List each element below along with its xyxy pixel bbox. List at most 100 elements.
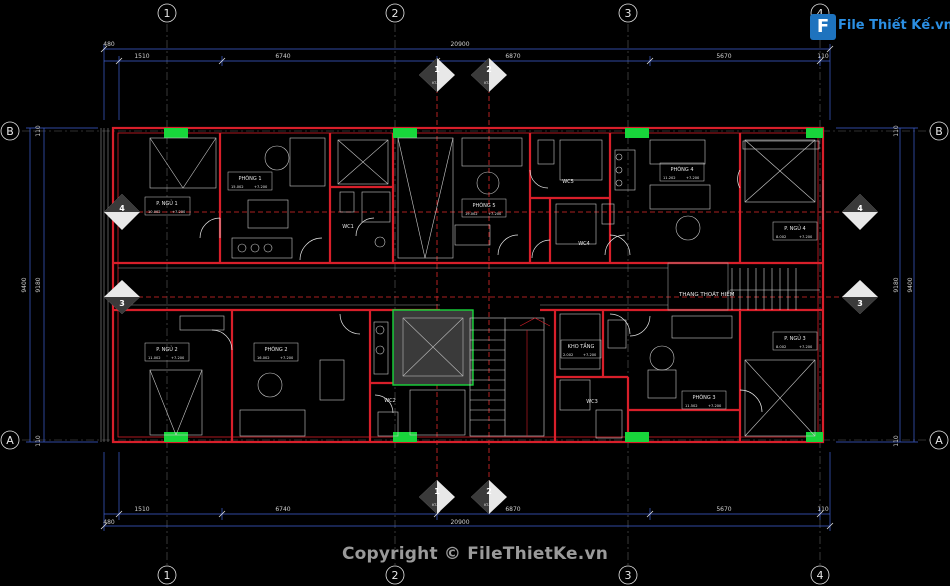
axis-2-bottom: 2 <box>392 569 399 582</box>
room-area-p-ngu-4: 8.002 <box>776 235 786 239</box>
dim-left-small-bottom: 110 <box>35 435 42 447</box>
corridor-lines <box>118 262 729 311</box>
axis-bubbles <box>0 3 949 585</box>
axis-b-left: B <box>6 125 14 138</box>
room-name-phong-3: PHÒNG 3 <box>692 394 715 401</box>
room-level-kho-tang: +7.200 <box>583 353 597 357</box>
axis-3-top: 3 <box>625 7 632 20</box>
room-area-kho-tang: 2.002 <box>563 353 573 357</box>
section-marker-1-bottom-sub: KT-17 <box>432 503 442 507</box>
emergency-stair <box>730 268 820 310</box>
dim-top-1: 480 <box>103 41 115 48</box>
room-level-phong-4: +7.200 <box>686 176 700 180</box>
copyright-watermark: Copyright © FileThietKe.vn <box>341 544 609 564</box>
section-marker-1-bottom: 1 KT-17 <box>419 480 455 514</box>
room-area-p-ngu-3: 8.002 <box>776 345 786 349</box>
room-name-phong-5: PHÒNG 5 <box>472 202 495 209</box>
section-marker-2-top: 2 KT-17 <box>471 58 507 92</box>
dimension-ticks <box>100 45 834 530</box>
dimension-lines <box>26 44 918 531</box>
room-name-kho-tang: KHO TẦNG <box>568 342 595 350</box>
label-thang-thoat-hiem: THANG THOÁT HIỂM <box>678 290 735 298</box>
logo-mark: F <box>810 14 836 40</box>
axis-4-bottom: 4 <box>817 569 824 582</box>
dim-top-6: 110 <box>817 53 829 60</box>
room-name-phong-2: PHÒNG 2 <box>264 346 287 353</box>
dim-top-3: 6740 <box>275 53 290 60</box>
axis-2-top: 2 <box>392 7 399 20</box>
dim-left-total: 9400 <box>21 277 28 292</box>
room-level-p-ngu-4: +7.200 <box>799 235 813 239</box>
section-marker-1-top-sub: KT-17 <box>432 81 442 85</box>
room-name-p-ngu-2: P. NGỦ 2 <box>156 345 177 353</box>
room-area-phong-2: 16.002 <box>257 356 270 360</box>
room-level-p-ngu-1: +7.200 <box>172 210 186 214</box>
dim-right-small-top: 110 <box>893 125 900 137</box>
dim-right-total: 9400 <box>907 277 914 292</box>
section-marker-1-top-num: 1 <box>434 65 440 74</box>
section-marker-4-right: 4 <box>842 194 878 230</box>
room-name-wc4: WC4 <box>578 241 590 247</box>
dim-top-4: 6870 <box>505 53 520 60</box>
room-level-phong-1: +7.200 <box>254 185 268 189</box>
room-name-phong-4: PHÒNG 4 <box>670 166 693 173</box>
dim-top-5: 5670 <box>716 53 731 60</box>
room-area-phong-5: 19.002 <box>465 212 478 216</box>
section-marker-4-left-num: 4 <box>119 204 125 213</box>
logo-text: File Thiết Kế.vn <box>838 18 950 33</box>
dim-left-inner: 9180 <box>35 277 42 292</box>
section-marker-3-right-num: 3 <box>857 299 863 308</box>
room-area-p-ngu-2: 11.002 <box>148 356 161 360</box>
room-area-p-ngu-1: 10.002 <box>148 210 161 214</box>
section-marker-4-left: 4 <box>104 194 140 230</box>
section-marker-1-top: 1 KT-17 <box>419 58 455 92</box>
dim-bottom-1: 480 <box>103 519 115 526</box>
room-level-phong-5: +7.200 <box>488 212 502 216</box>
section-marker-2-bottom-sub: KT-17 <box>484 503 494 507</box>
furniture <box>149 137 820 439</box>
room-name-wc5: WC5 <box>562 179 574 185</box>
columns <box>164 128 823 442</box>
dim-bottom-3: 6740 <box>275 506 290 513</box>
axis-4-top: 4 <box>817 7 824 20</box>
room-name-wc3: WC3 <box>586 399 598 405</box>
room-level-phong-2: +7.200 <box>280 356 294 360</box>
walls <box>111 126 825 444</box>
dim-right-small-bottom: 110 <box>893 435 900 447</box>
dim-top-overall: 20900 <box>450 41 469 48</box>
axis-3-bottom: 3 <box>625 569 632 582</box>
section-marker-2-bottom: 2 KT-17 <box>471 480 507 514</box>
section-marker-3-right: 3 <box>842 280 878 314</box>
room-name-p-ngu-3: P. NGỦ 3 <box>784 334 805 342</box>
watermark-logo: F File Thiết Kế.vn <box>810 14 950 40</box>
dim-bottom-6: 110 <box>817 506 829 513</box>
section-cut-lines <box>122 80 862 490</box>
grid-lines <box>22 24 930 566</box>
room-area-phong-4: 11.202 <box>663 176 676 180</box>
section-marker-1-bottom-num: 1 <box>434 487 440 496</box>
section-marker-3-left: 3 <box>104 280 140 314</box>
room-name-wc1: WC1 <box>342 224 354 230</box>
section-marker-2-top-sub: KT-17 <box>484 81 494 85</box>
outer-wall-inner-line <box>117 132 819 438</box>
room-labels: P. NGỦ 1 10.002 +7.200 PHÒNG 1 15.002 +7… <box>144 162 818 410</box>
axis-b-right: B <box>935 125 943 138</box>
dim-bottom-4: 6870 <box>505 506 520 513</box>
axis-a-right: A <box>935 434 943 447</box>
dim-bottom-overall: 20900 <box>450 519 469 526</box>
axis-a-left: A <box>6 434 14 447</box>
section-marker-2-top-num: 2 <box>486 65 492 74</box>
dim-bottom-2: 1510 <box>134 506 149 513</box>
dim-right-inner: 9180 <box>893 277 900 292</box>
room-area-phong-3: 11.502 <box>685 404 698 408</box>
room-level-phong-3: +7.200 <box>708 404 722 408</box>
door-swings <box>199 169 763 414</box>
section-marker-2-bottom-num: 2 <box>486 487 492 496</box>
elevator-core <box>392 309 474 386</box>
axis-1-bottom: 1 <box>164 569 171 582</box>
section-marker-4-right-num: 4 <box>857 204 863 213</box>
main-stair <box>469 317 551 437</box>
room-name-p-ngu-1: P. NGỦ 1 <box>156 199 177 207</box>
window-hatches <box>100 128 824 442</box>
